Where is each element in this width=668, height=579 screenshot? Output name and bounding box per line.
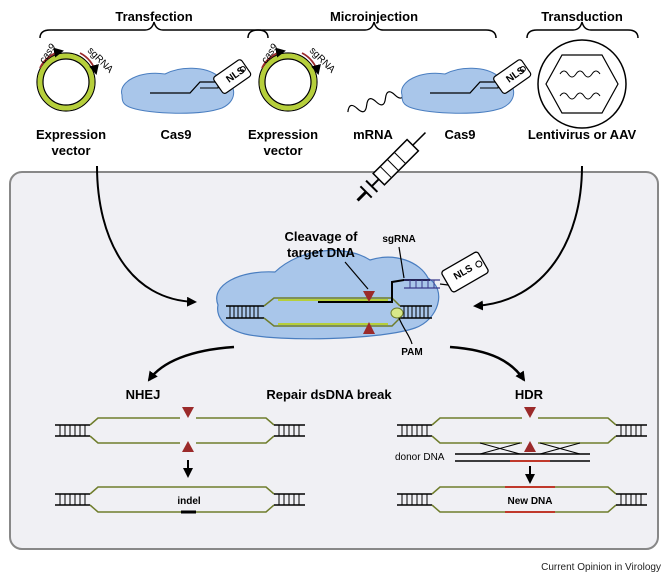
method-label-microinjection: Microinjection [330,9,418,24]
donor-dna-label: donor DNA [395,452,445,463]
journal-credit: Current Opinion in Virology [541,562,661,573]
hdr-label: HDR [515,387,544,402]
arrow-transduction-in [473,165,583,311]
brace-transduction [526,21,639,39]
arrow-to-nhej [147,345,235,382]
cleavage-label-line1: Cleavage of [285,229,359,244]
method-label-transfection: Transfection [115,9,192,24]
plasmid-vector-1 [36,47,99,112]
brace-transfection [39,21,269,39]
cas9-dna-complex [216,249,489,340]
expression-vector-1-line1: Expression [36,127,106,142]
indel-label: indel [177,496,201,507]
cleavage-leader-line [344,261,369,290]
nhej-label: NHEJ [126,387,161,402]
expression-vector-2-line2: vector [263,143,302,158]
brace-microinjection [247,21,497,39]
nhej-broken-dna [55,407,305,452]
plasmid-vector-2 [258,47,321,112]
cas9-protein-2 [401,59,532,114]
arrow-transfection-in [96,165,197,307]
syringe-icon [356,132,426,202]
cell-panel [9,171,659,550]
hdr-new-dna [397,486,647,513]
cas9-label-1: Cas9 [160,127,191,142]
pam-leader-line [398,317,413,345]
mrna-label: mRNA [353,127,393,142]
pam-callout: PAM [401,347,422,358]
cas9-label-2: Cas9 [444,127,475,142]
cleavage-label-line2: target DNA [287,245,356,260]
lentivirus-label: Lentivirus or AAV [528,127,637,142]
nhej-indel-dna [55,486,305,514]
hdr-broken-dna [397,407,647,462]
new-dna-label: New DNA [507,496,552,507]
expression-vector-2-line1: Expression [248,127,318,142]
virus-particle-icon [537,39,627,129]
sgrna-leader-line [398,246,405,279]
repair-dsdna-label: Repair dsDNA break [266,387,392,402]
arrow-to-hdr [449,345,526,382]
sgrna-callout: sgRNA [382,234,415,245]
expression-vector-1-line2: vector [51,143,90,158]
cas9-protein-1 [121,59,252,114]
method-label-transduction: Transduction [541,9,623,24]
